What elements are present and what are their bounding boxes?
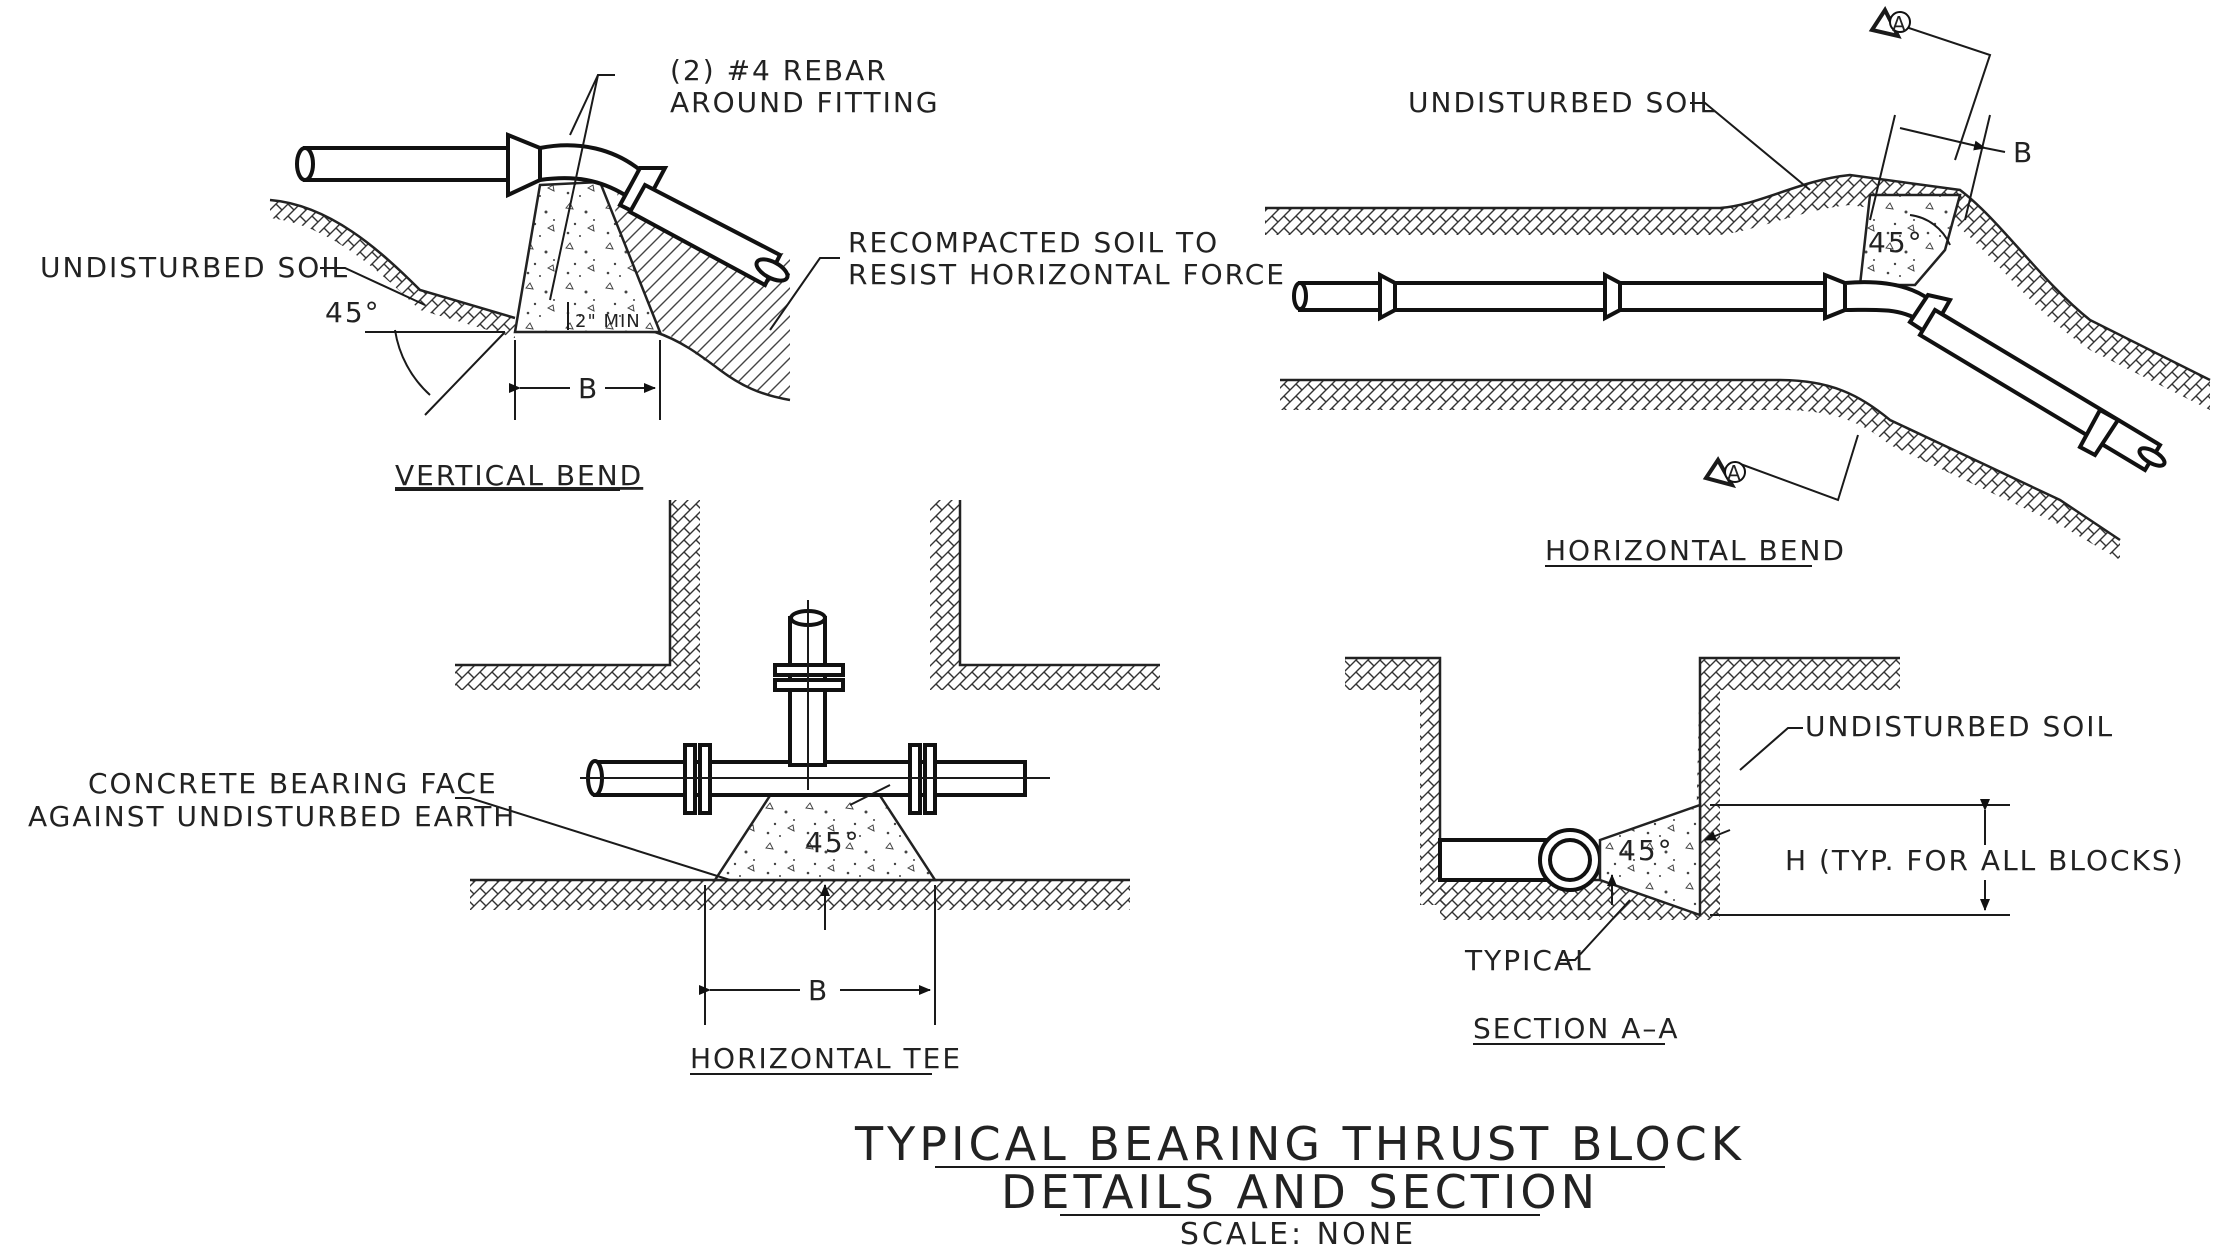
section-caption: SECTION A–A xyxy=(1473,1012,1680,1045)
title-line1: TYPICAL BEARING THRUST BLOCK xyxy=(854,1117,1745,1171)
section-angle: 45° xyxy=(1618,834,1674,867)
tee-caption: HORIZONTAL TEE xyxy=(690,1042,962,1075)
vertical-bend-angle: 45° xyxy=(325,296,381,329)
horizontal-bend-soil-label: UNDISTURBED SOIL xyxy=(1408,86,1717,119)
rebar-label-line1: (2) #4 REBAR xyxy=(670,54,888,87)
section-a-a-detail: UNDISTURBED SOIL 45° H (TYP. FOR ALL BLO… xyxy=(1345,656,2185,1045)
horizontal-bend-caption: HORIZONTAL BEND xyxy=(1545,534,1846,567)
rebar-label-line2: AROUND FITTING xyxy=(670,86,940,119)
tee-angle: 45° xyxy=(805,826,861,859)
scale-label: SCALE: NONE xyxy=(1180,1217,1416,1252)
typical-label: TYPICAL xyxy=(1464,944,1593,977)
section-marker-top: A xyxy=(1892,12,1906,36)
title-line2: DETAILS AND SECTION xyxy=(1001,1165,1599,1219)
tee-face-label-line2: AGAINST UNDISTURBED EARTH xyxy=(28,800,516,833)
vertical-bend-dim-b: B xyxy=(578,372,599,405)
title-block: TYPICAL BEARING THRUST BLOCK DETAILS AND… xyxy=(854,1117,1745,1252)
tee-dim-b: B xyxy=(808,974,829,1007)
vertical-bend-soil-label: UNDISTURBED SOIL xyxy=(40,251,349,284)
height-note: H (TYP. FOR ALL BLOCKS) xyxy=(1785,844,2185,877)
recompacted-label-line1: RECOMPACTED SOIL TO xyxy=(848,226,1219,259)
horizontal-tee-detail: CONCRETE BEARING FACE AGAINST UNDISTURBE… xyxy=(28,500,1160,1075)
vertical-bend-pipe-right xyxy=(627,182,783,288)
horizontal-bend-pipe-right xyxy=(1917,307,2163,473)
section-marker-bottom: A xyxy=(1727,461,1741,485)
horizontal-bend-concrete-block xyxy=(1858,193,1962,287)
horizontal-bend-detail: UNDISTURBED SOIL 45° B A A HORIZONTAL BE… xyxy=(1265,5,2211,567)
recompacted-label-line2: RESIST HORIZONTAL FORCE xyxy=(848,258,1286,291)
vertical-bend-caption: VERTICAL BEND xyxy=(395,459,643,492)
horizontal-bend-dim-b: B xyxy=(2013,136,2034,169)
min-clearance-label: 2" MIN xyxy=(575,311,641,332)
horizontal-bend-angle: 45° xyxy=(1868,226,1924,259)
tee-face-label-line1: CONCRETE BEARING FACE xyxy=(88,767,498,800)
section-concrete-block xyxy=(1598,803,1702,917)
section-soil-label: UNDISTURBED SOIL xyxy=(1805,710,2114,743)
vertical-bend-pipe-left xyxy=(303,146,512,182)
vertical-bend-detail: (2) #4 REBAR AROUND FITTING UNDISTURBED … xyxy=(40,54,1286,492)
